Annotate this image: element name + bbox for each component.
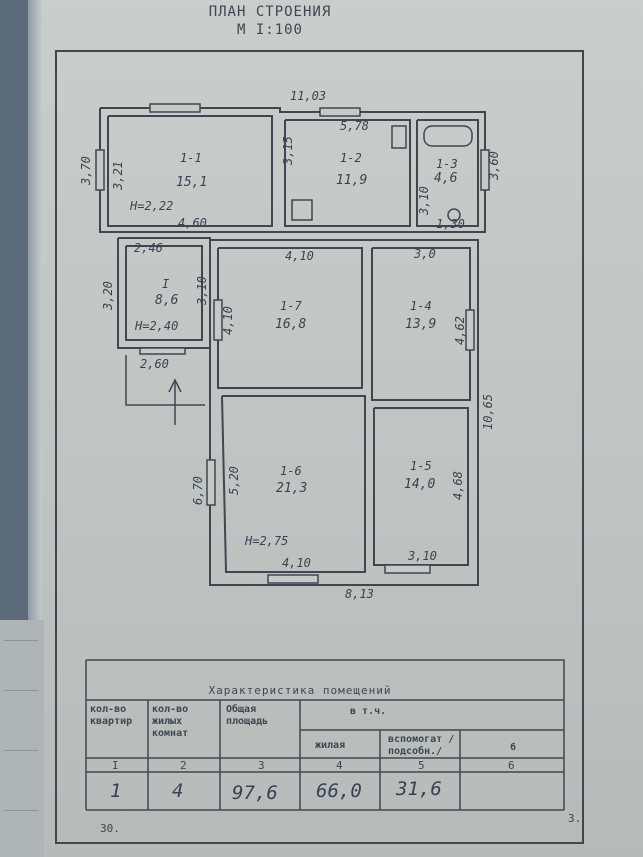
svg-text:8,13: 8,13 xyxy=(345,587,374,601)
col-num-3: 3 xyxy=(258,759,265,772)
window xyxy=(465,309,475,351)
value-living-rooms: 4 xyxy=(172,780,184,802)
svg-text:6,70: 6,70 xyxy=(191,476,205,505)
room-I-inner xyxy=(125,245,203,341)
svg-text:2,60: 2,60 xyxy=(140,357,169,371)
room-1-5-walls xyxy=(373,407,469,566)
page-number-left: 30. xyxy=(100,822,120,835)
svg-text:4,10: 4,10 xyxy=(221,306,235,335)
svg-text:3,21: 3,21 xyxy=(111,161,125,191)
value-flats: 1 xyxy=(110,780,122,802)
svg-text:11,03: 11,03 xyxy=(290,89,326,103)
table-title: Характеристика помещений xyxy=(208,684,392,697)
svg-text:3,10: 3,10 xyxy=(407,549,437,563)
room-1-1-walls xyxy=(107,115,273,227)
room-1-4-walls xyxy=(371,247,471,401)
room-1-2-walls xyxy=(284,119,411,227)
svg-text:3,70: 3,70 xyxy=(79,156,93,186)
svg-text:1-5: 1-5 xyxy=(410,459,432,473)
window xyxy=(213,299,223,341)
svg-text:1-7: 1-7 xyxy=(280,299,302,313)
svg-text:5,78: 5,78 xyxy=(340,119,369,133)
svg-text:13,9: 13,9 xyxy=(405,317,436,332)
upper-outer-wall xyxy=(99,107,486,233)
room-1-3-walls xyxy=(416,119,479,227)
col-num-6: 6 xyxy=(508,759,515,772)
col-num-1: I xyxy=(112,759,119,772)
svg-text:11,9: 11,9 xyxy=(336,173,367,188)
window xyxy=(95,149,105,191)
svg-text:4,10: 4,10 xyxy=(282,556,311,570)
drawing-frame xyxy=(55,50,584,844)
svg-text:8,6: 8,6 xyxy=(155,293,179,308)
document-sheet xyxy=(38,0,643,857)
svg-text:4,68: 4,68 xyxy=(451,471,465,500)
room-1-6-walls xyxy=(221,395,366,573)
header-auxiliary: вспомогат /подсобн./ xyxy=(388,734,455,757)
svg-text:1-2: 1-2 xyxy=(340,151,362,165)
window xyxy=(384,564,431,574)
svg-text:3,10: 3,10 xyxy=(417,186,431,216)
stove-icon xyxy=(391,125,407,149)
svg-text:5,20: 5,20 xyxy=(227,466,241,495)
svg-text:4,62: 4,62 xyxy=(453,316,467,345)
porch-lines xyxy=(125,355,205,406)
header-living: жилая xyxy=(315,740,346,751)
window xyxy=(319,107,361,117)
svg-text:H=2,22: H=2,22 xyxy=(129,199,173,213)
entrance-arrow-head xyxy=(168,378,182,393)
svg-text:3,10: 3,10 xyxy=(195,276,209,306)
plan-scale: М I:100 xyxy=(236,22,303,38)
svg-text:1-4: 1-4 xyxy=(410,299,432,313)
col-num-4: 4 xyxy=(336,759,343,772)
header-living-rooms: кол-во жилых комнат xyxy=(152,704,189,739)
svg-text:21,3: 21,3 xyxy=(276,481,307,496)
svg-text:3,20: 3,20 xyxy=(101,281,115,311)
toilet-icon xyxy=(447,208,461,222)
svg-text:3,60: 3,60 xyxy=(487,151,501,181)
svg-text:16,8: 16,8 xyxy=(275,317,306,332)
svg-text:14,0: 14,0 xyxy=(404,477,435,492)
header-col6: 6 xyxy=(510,742,517,753)
svg-text:1-1: 1-1 xyxy=(180,151,202,165)
window xyxy=(139,347,186,355)
table-outer xyxy=(86,659,565,810)
header-incl: в т.ч. xyxy=(350,706,387,717)
value-living-area: 66,0 xyxy=(316,780,362,802)
header-total-area: Общая площадь xyxy=(226,704,269,727)
window xyxy=(206,459,216,506)
svg-text:15,1: 15,1 xyxy=(176,175,207,190)
window xyxy=(267,574,319,584)
underlying-page-strip xyxy=(0,620,44,857)
plan-title: ПЛАН СТРОЕНИЯ xyxy=(208,4,332,20)
svg-text:1,30: 1,30 xyxy=(436,217,465,231)
svg-text:1-6: 1-6 xyxy=(280,464,302,478)
svg-text:3,15: 3,15 xyxy=(281,136,295,166)
svg-text:4,10: 4,10 xyxy=(285,249,314,263)
svg-text:1-3: 1-3 xyxy=(436,157,458,171)
svg-text:4,60: 4,60 xyxy=(178,216,207,230)
bathtub-icon xyxy=(423,125,473,147)
svg-text:4,6: 4,6 xyxy=(434,171,458,186)
value-auxiliary-area: 31,6 xyxy=(396,778,442,800)
window xyxy=(480,149,490,191)
oven-icon xyxy=(291,199,313,221)
col-num-2: 2 xyxy=(180,759,187,772)
svg-text:3,0: 3,0 xyxy=(413,247,436,261)
col-num-5: 5 xyxy=(418,759,425,772)
svg-text:10,65: 10,65 xyxy=(481,394,495,430)
window xyxy=(149,103,201,113)
header-flats: кол-во квартир xyxy=(90,704,133,727)
svg-text:I: I xyxy=(162,277,169,291)
svg-text:2,46: 2,46 xyxy=(134,241,163,255)
svg-text:H=2,75: H=2,75 xyxy=(244,534,288,548)
room-1-7-walls xyxy=(217,247,363,389)
page-number-right: 3. xyxy=(568,812,582,825)
svg-text:H=2,40: H=2,40 xyxy=(134,319,178,333)
value-total-area: 97,6 xyxy=(232,782,278,804)
